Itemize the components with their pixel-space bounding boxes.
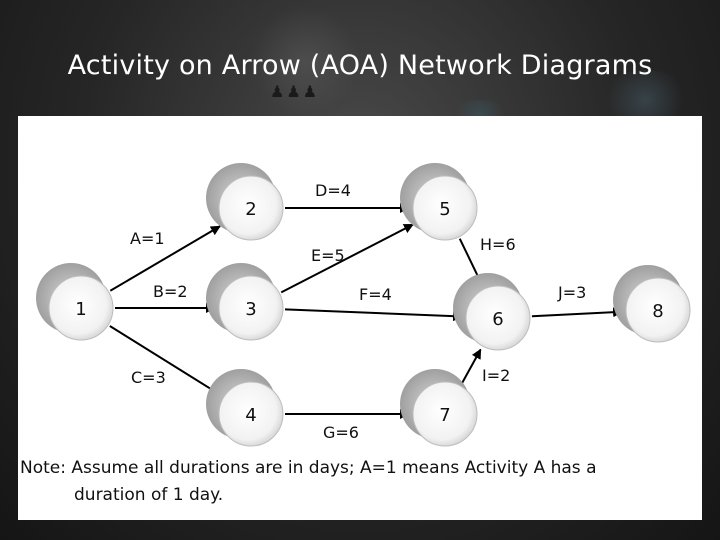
- event-node-6: 6: [453, 273, 530, 350]
- event-node-8: 8: [613, 265, 690, 342]
- activity-label-4-7: G=6: [323, 423, 359, 442]
- note-text-line-1: Note: Assume all durations are in days; …: [20, 455, 596, 482]
- activity-label-3-6: F=4: [359, 285, 392, 304]
- event-node-label: 3: [245, 299, 256, 320]
- activity-label-1-3: B=2: [153, 282, 188, 301]
- event-node-label: 8: [652, 301, 663, 322]
- people-silhouette-icon: ♟♟♟: [270, 82, 319, 102]
- event-node-5: 5: [400, 163, 477, 240]
- activity-label-1-2: A=1: [130, 229, 165, 248]
- activity-arrow-3-6: [285, 309, 462, 316]
- activity-label-3-5: E=5: [311, 246, 345, 265]
- activity-arrow-7-6: [461, 350, 480, 385]
- activity-label-1-4: C=3: [131, 368, 166, 387]
- activity-arrow-6-8: [532, 312, 622, 317]
- aoa-network-diagram: 1 2 3 4 5 6 7 8 A=1B=2C=3 D=4E=5F=4G=6 H=6I=2 J=3: [18, 116, 702, 456]
- activity-label-7-6: I=2: [482, 366, 510, 385]
- activity-label-2-5: D=4: [315, 181, 351, 200]
- event-node-3: 3: [206, 263, 283, 340]
- note-text-line-2: duration of 1 day.: [74, 482, 223, 509]
- slide-title: Activity on Arrow (AOA) Network Diagrams: [0, 50, 720, 81]
- event-node-label: 7: [439, 405, 450, 426]
- event-node-label: 4: [245, 405, 256, 426]
- activity-label-5-6: H=6: [480, 235, 516, 254]
- event-node-label: 5: [439, 199, 450, 220]
- event-node-7: 7: [400, 369, 477, 446]
- event-node-label: 1: [75, 299, 86, 320]
- event-node-label: 2: [245, 199, 256, 220]
- event-node-4: 4: [206, 369, 283, 446]
- event-node-1: 1: [36, 263, 113, 340]
- activity-arrow-3-5: [281, 224, 413, 292]
- event-node-label: 6: [492, 309, 503, 330]
- activity-label-6-8: J=3: [557, 283, 586, 302]
